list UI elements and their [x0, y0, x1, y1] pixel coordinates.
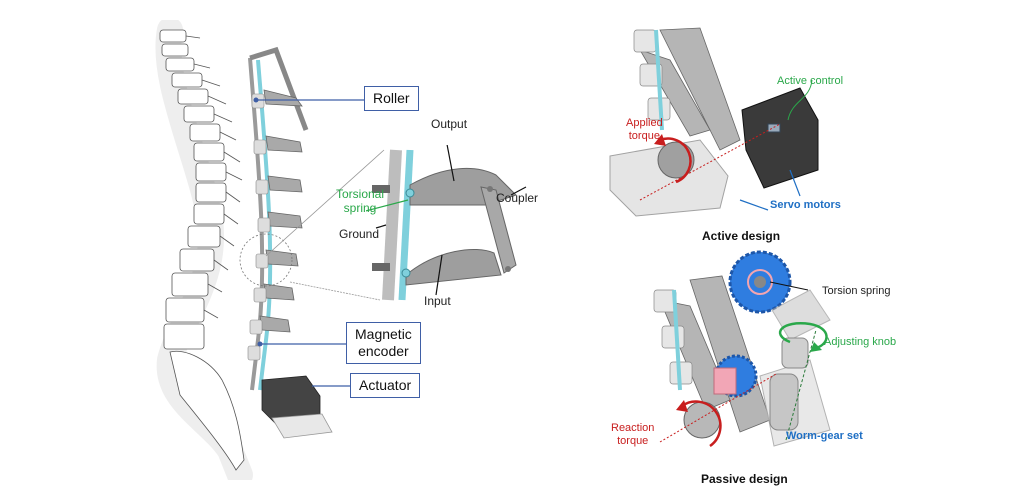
callout-roller: Roller: [364, 86, 419, 111]
label-reaction-torque: Reaction torque: [611, 422, 655, 447]
label-worm-gear-set: Worm-gear set: [786, 430, 863, 442]
label-torsional-spring: Torsional spring: [336, 187, 385, 215]
robotic-spine-model: [239, 46, 333, 439]
label-input: Input: [424, 294, 451, 308]
label-ground: Ground: [339, 227, 380, 241]
label-applied-torque: Applied torque: [626, 117, 663, 142]
active-design-render: [609, 27, 819, 217]
label-servo-motors: Servo motors: [770, 199, 841, 211]
label-torsion-spring: Torsion spring: [822, 285, 891, 297]
label-adjusting-knob: Adjusting knob: [824, 336, 897, 348]
caption-active-design: Active design: [702, 229, 781, 243]
four-bar-linkage-inset: [366, 145, 527, 301]
passive-design-render: [653, 250, 831, 448]
label-active-control: Active control: [777, 75, 844, 87]
label-coupler: Coupler: [496, 191, 539, 205]
callout-actuator: Actuator: [350, 373, 421, 398]
human-spine-illustration: [155, 20, 253, 480]
caption-passive-design: Passive design: [701, 472, 788, 486]
callout-magnetic-encoder: Magnetic encoder: [346, 322, 421, 364]
label-output: Output: [431, 117, 468, 131]
